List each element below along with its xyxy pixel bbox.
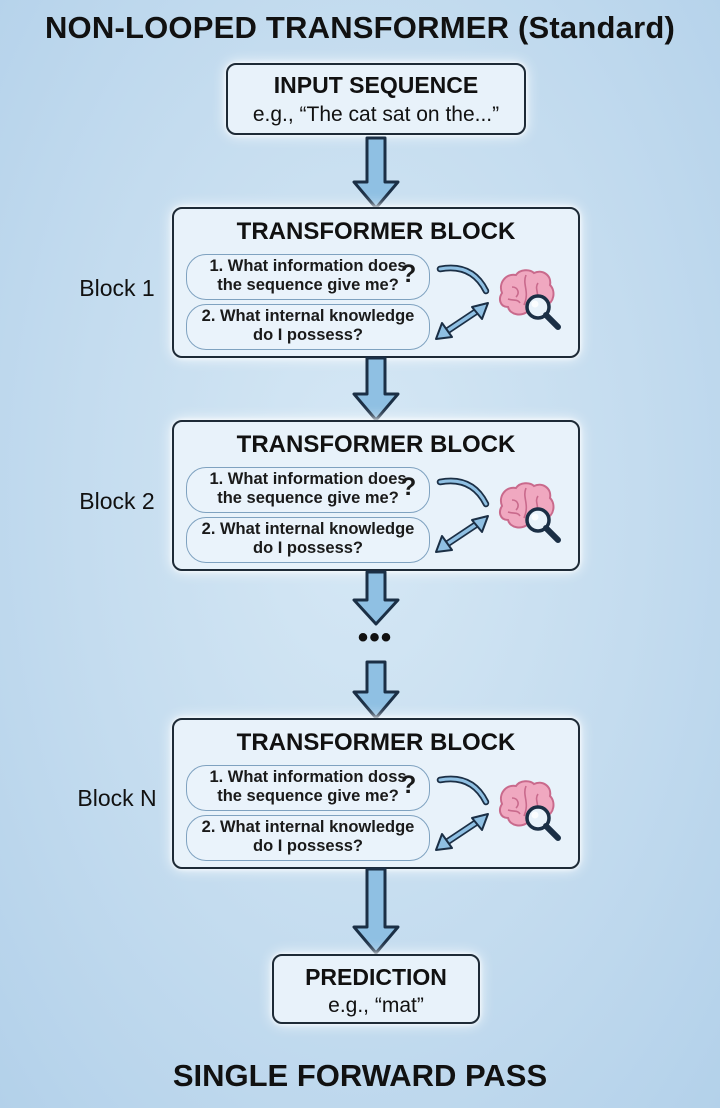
pill-line: the sequence give me? — [217, 276, 399, 294]
pill-line: 2. What internal knowledge — [201, 520, 415, 538]
brain-icon — [499, 780, 561, 841]
diagram-title: NON-LOOPED TRANSFORMER (Standard) — [44, 10, 676, 45]
input-sequence-box: INPUT SEQUENCE e.g., “The cat sat on the… — [226, 63, 526, 135]
question-mark-icon: ? — [401, 473, 417, 501]
question-pill-sequence: 1. What information doss the sequence gi… — [186, 765, 430, 811]
block-title: TRANSFORMER BLOCK — [236, 218, 516, 245]
diagram-footer: SINGLE FORWARD PASS — [172, 1058, 548, 1093]
down-arrow-icon — [352, 570, 400, 626]
transformer-block-n: TRANSFORMER BLOCK 1. What information do… — [172, 718, 580, 869]
pill-line: 1. What information does — [209, 257, 407, 275]
prediction-box: PREDICTION e.g., “mat” — [272, 954, 480, 1024]
question-pill-knowledge: 2. What internal knowledge do I possess? — [186, 815, 430, 861]
block-label-1: Block 1 — [79, 275, 155, 301]
ellipsis: ••• — [357, 621, 393, 654]
double-arrow-icon — [435, 302, 489, 340]
double-arrow-icon — [435, 813, 489, 851]
block-label-n: Block N — [77, 785, 157, 811]
down-arrow-icon — [352, 356, 400, 422]
curved-arrow-icon — [436, 775, 490, 806]
down-arrow-icon — [352, 660, 400, 720]
question-mark-icon: ? — [401, 771, 417, 799]
prediction-title: PREDICTION — [305, 964, 447, 990]
question-pill-knowledge: 2. What internal knowledge do I possess? — [186, 304, 430, 350]
down-arrow-icon — [352, 136, 400, 210]
question-pill-sequence: 1. What information does the sequence gi… — [186, 467, 430, 513]
brain-icon — [499, 482, 561, 543]
block-label-2: Block 2 — [79, 488, 155, 514]
input-sequence-example: e.g., “The cat sat on the...” — [252, 103, 500, 126]
down-arrow-icon — [352, 867, 400, 955]
block-title: TRANSFORMER BLOCK — [236, 729, 516, 756]
curved-arrow-icon — [436, 264, 490, 295]
question-pill-sequence: 1. What information does the sequence gi… — [186, 254, 430, 300]
transformer-block-2: TRANSFORMER BLOCK 1. What information do… — [172, 420, 580, 571]
pill-line: 1. What information does — [209, 470, 407, 488]
pill-line: 2. What internal knowledge — [201, 818, 415, 836]
question-mark-icon: ? — [401, 260, 417, 288]
prediction-example: e.g., “mat” — [328, 994, 424, 1017]
transformer-block-1: TRANSFORMER BLOCK 1. What information do… — [172, 207, 580, 358]
pill-line: the sequence give me? — [217, 489, 399, 507]
input-sequence-title: INPUT SEQUENCE — [273, 72, 479, 98]
brain-icon — [499, 269, 561, 330]
double-arrow-icon — [435, 515, 489, 553]
pill-line: do I possess? — [252, 539, 364, 557]
block-title: TRANSFORMER BLOCK — [236, 431, 516, 458]
pill-line: do I possess? — [252, 837, 364, 855]
question-pill-knowledge: 2. What internal knowledge do I possess? — [186, 517, 430, 563]
pill-line: do I possess? — [252, 326, 364, 344]
pill-line: 1. What information doss — [209, 768, 407, 786]
curved-arrow-icon — [436, 477, 490, 508]
pill-line: the sequence give me? — [217, 787, 399, 805]
pill-line: 2. What internal knowledge — [201, 307, 415, 325]
